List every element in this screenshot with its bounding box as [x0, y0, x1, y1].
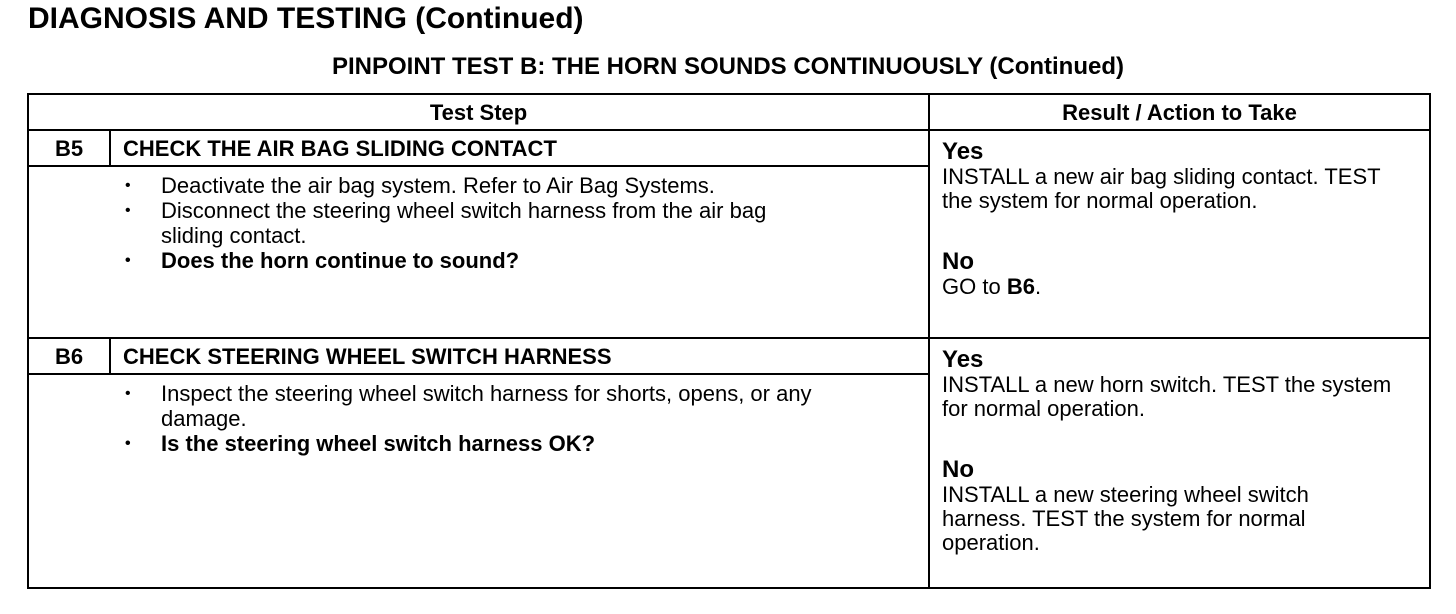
step-body-b6: Inspect the steering wheel switch harnes…: [26, 373, 931, 589]
result-no-label-b5: No: [942, 248, 975, 275]
test-step-column-header: Test Step: [26, 93, 931, 131]
result-yes-text-b6: INSTALL a new horn switch. TEST the syst…: [942, 372, 1392, 421]
pinpoint-test-table: Test Step Result / Action to Take B5 CHE…: [26, 93, 1432, 589]
step-id-b6: B6: [27, 337, 111, 375]
table-header-row: Test Step Result / Action to Take: [26, 93, 1432, 131]
step-reference-b6: B6: [1006, 274, 1035, 299]
list-item: Inspect the steering wheel switch harnes…: [125, 381, 845, 431]
step-body-b5: Deactivate the air bag system. Refer to …: [26, 165, 931, 339]
step-id-b5: B5: [27, 129, 111, 167]
step-body-row-b6: Inspect the steering wheel switch harnes…: [26, 373, 1430, 589]
pinpoint-test-title: PINPOINT TEST B: THE HORN SOUNDS CONTINU…: [331, 53, 1124, 80]
list-item: Deactivate the air bag system. Refer to …: [125, 173, 825, 198]
result-cell-b6: Yes INSTALL a new horn switch. TEST the …: [928, 337, 1432, 589]
step-title-row-b6: B6 CHECK STEERING WHEEL SWITCH HARNESS Y…: [27, 337, 1432, 589]
result-yes-label-b5: Yes: [942, 138, 984, 165]
result-yes-text-b5: INSTALL a new air bag sliding contact. T…: [942, 164, 1381, 213]
result-cell-b5: Yes INSTALL a new air bag sliding contac…: [928, 129, 1432, 339]
result-no-text-b5: GO to B6.: [942, 274, 1042, 299]
result-no-label-b6: No: [942, 456, 975, 483]
step-title-row-b5: B5 CHECK THE AIR BAG SLIDING CONTACT Yes…: [27, 129, 1432, 339]
step-title-b6: CHECK STEERING WHEEL SWITCH HARNESS: [108, 337, 931, 375]
result-yes-label-b6: Yes: [942, 346, 984, 373]
list-item: Disconnect the steering wheel switch har…: [125, 198, 825, 248]
page-header: DIAGNOSIS AND TESTING (Continued): [28, 2, 584, 35]
step-question-b5: Does the horn continue to sound?: [125, 248, 825, 273]
step-title-b5: CHECK THE AIR BAG SLIDING CONTACT: [108, 129, 931, 167]
result-column-header: Result / Action to Take: [928, 93, 1432, 131]
step-body-row-b5: Deactivate the air bag system. Refer to …: [26, 165, 1430, 339]
result-no-text-b6: INSTALL a new steering wheel switch harn…: [942, 482, 1309, 555]
step-question-b6: Is the steering wheel switch harness OK?: [125, 431, 845, 456]
